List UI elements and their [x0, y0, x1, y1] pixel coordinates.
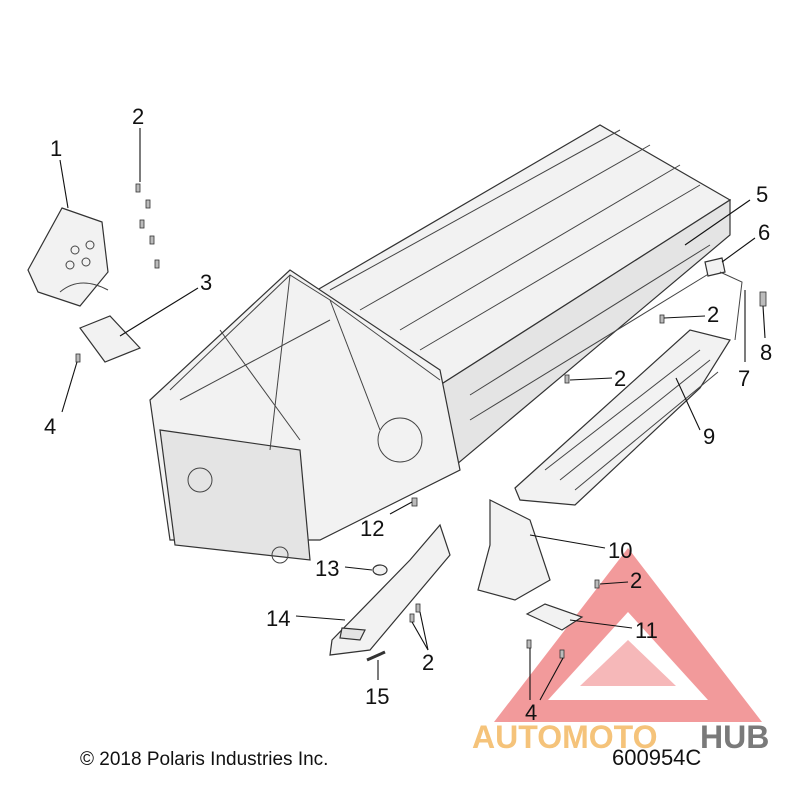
part-11-plate: [525, 603, 584, 631]
callout-5: 5: [756, 182, 768, 207]
leader-lines: [59, 128, 766, 701]
callout-14: 14: [266, 606, 290, 631]
callout-2: 2: [132, 104, 144, 129]
part-10-skid: [477, 499, 551, 601]
callout-10: 10: [608, 538, 632, 563]
callout-15: 15: [365, 684, 389, 709]
callout-2b: 2: [707, 302, 719, 327]
part-7-rail: [719, 271, 743, 341]
callout-3: 3: [200, 270, 212, 295]
callout-13: 13: [315, 556, 339, 581]
part-14-side-panel: [329, 523, 451, 656]
watermark-logo: [494, 548, 762, 722]
diagram-part-code: 600954C: [612, 745, 701, 770]
part-3-plate: [79, 315, 142, 363]
fasteners: [75, 183, 665, 659]
front-frame: [149, 269, 461, 564]
part-6-bracket: [704, 257, 726, 277]
part-1-skid-plate: [27, 207, 109, 307]
callout-4: 4: [44, 414, 56, 439]
part-13-grommet: [372, 564, 388, 576]
callout-2e: 2: [422, 650, 434, 675]
callout-8: 8: [760, 340, 772, 365]
part-8-bolt: [759, 291, 767, 307]
callout-11: 11: [635, 618, 658, 643]
watermark-text: AUTOMOTO HUB: [472, 719, 769, 755]
part-9-running-board: [514, 329, 731, 506]
callout-12: 12: [360, 516, 384, 541]
callout-1: 1: [50, 136, 62, 161]
callout-7: 7: [738, 366, 750, 391]
callout-2c: 2: [614, 366, 626, 391]
copyright-text: © 2018 Polaris Industries Inc.: [80, 749, 328, 770]
callout-4b: 4: [525, 700, 537, 725]
watermark-accent: HUB: [700, 719, 769, 755]
callout-2d: 2: [630, 568, 642, 593]
chassis-tunnel: [298, 124, 732, 472]
watermark-main: AUTOMOTO: [472, 719, 657, 755]
part-15-pin: [366, 650, 386, 662]
callout-9: 9: [703, 424, 715, 449]
callout-6: 6: [758, 220, 770, 245]
